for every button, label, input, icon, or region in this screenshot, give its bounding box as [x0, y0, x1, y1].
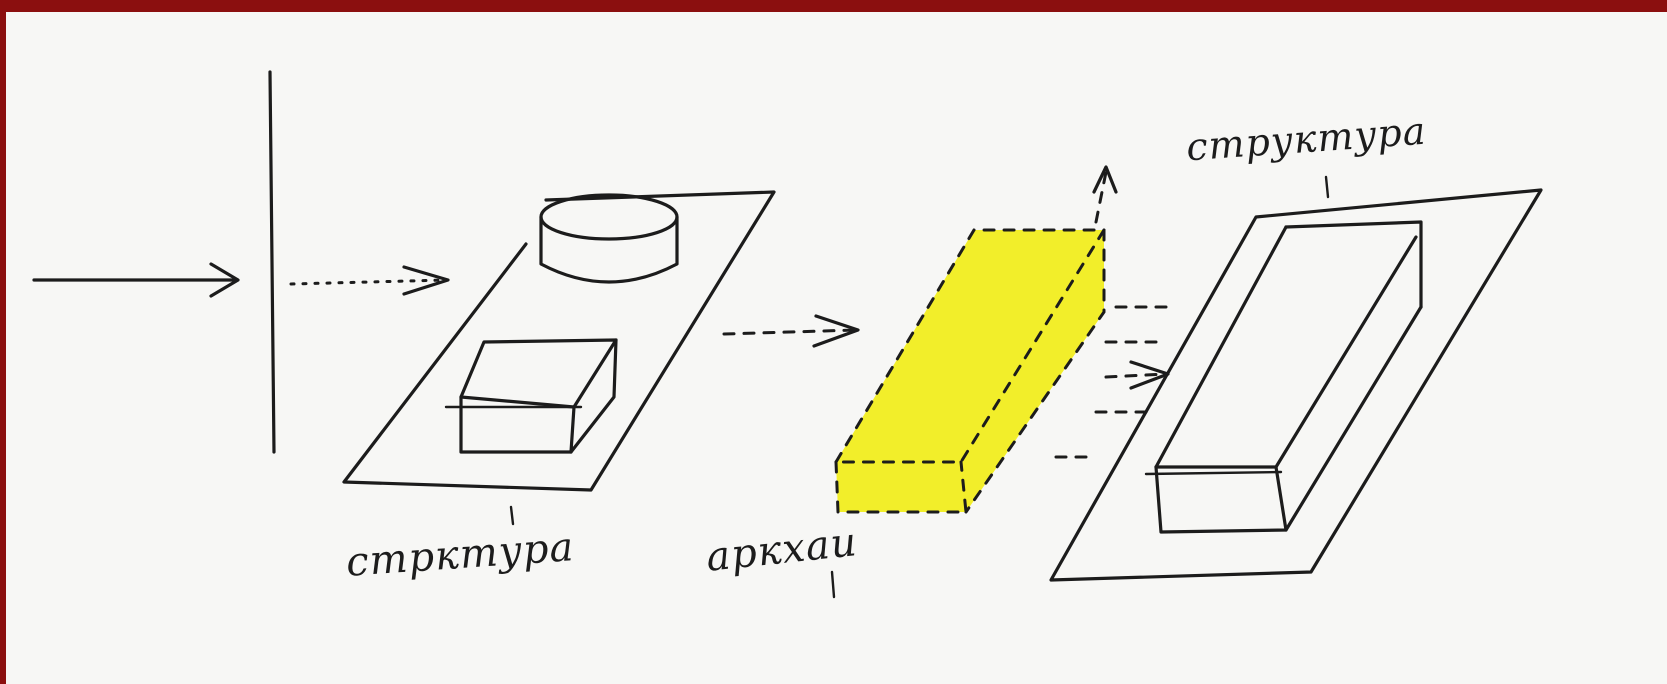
label-middle-tick — [832, 572, 834, 597]
barrier-line — [270, 72, 274, 452]
dashed-arrow-middle — [724, 316, 858, 346]
dashed-arrow-right — [1106, 362, 1168, 388]
right-platform — [1051, 177, 1541, 580]
archive-block — [836, 167, 1166, 512]
dotted-arrow — [291, 267, 448, 294]
incoming-arrow — [34, 264, 238, 296]
sketch-paper: стрктура аркхаи структура — [6, 12, 1667, 684]
left-platform — [344, 192, 774, 490]
label-left-tick — [511, 507, 513, 524]
